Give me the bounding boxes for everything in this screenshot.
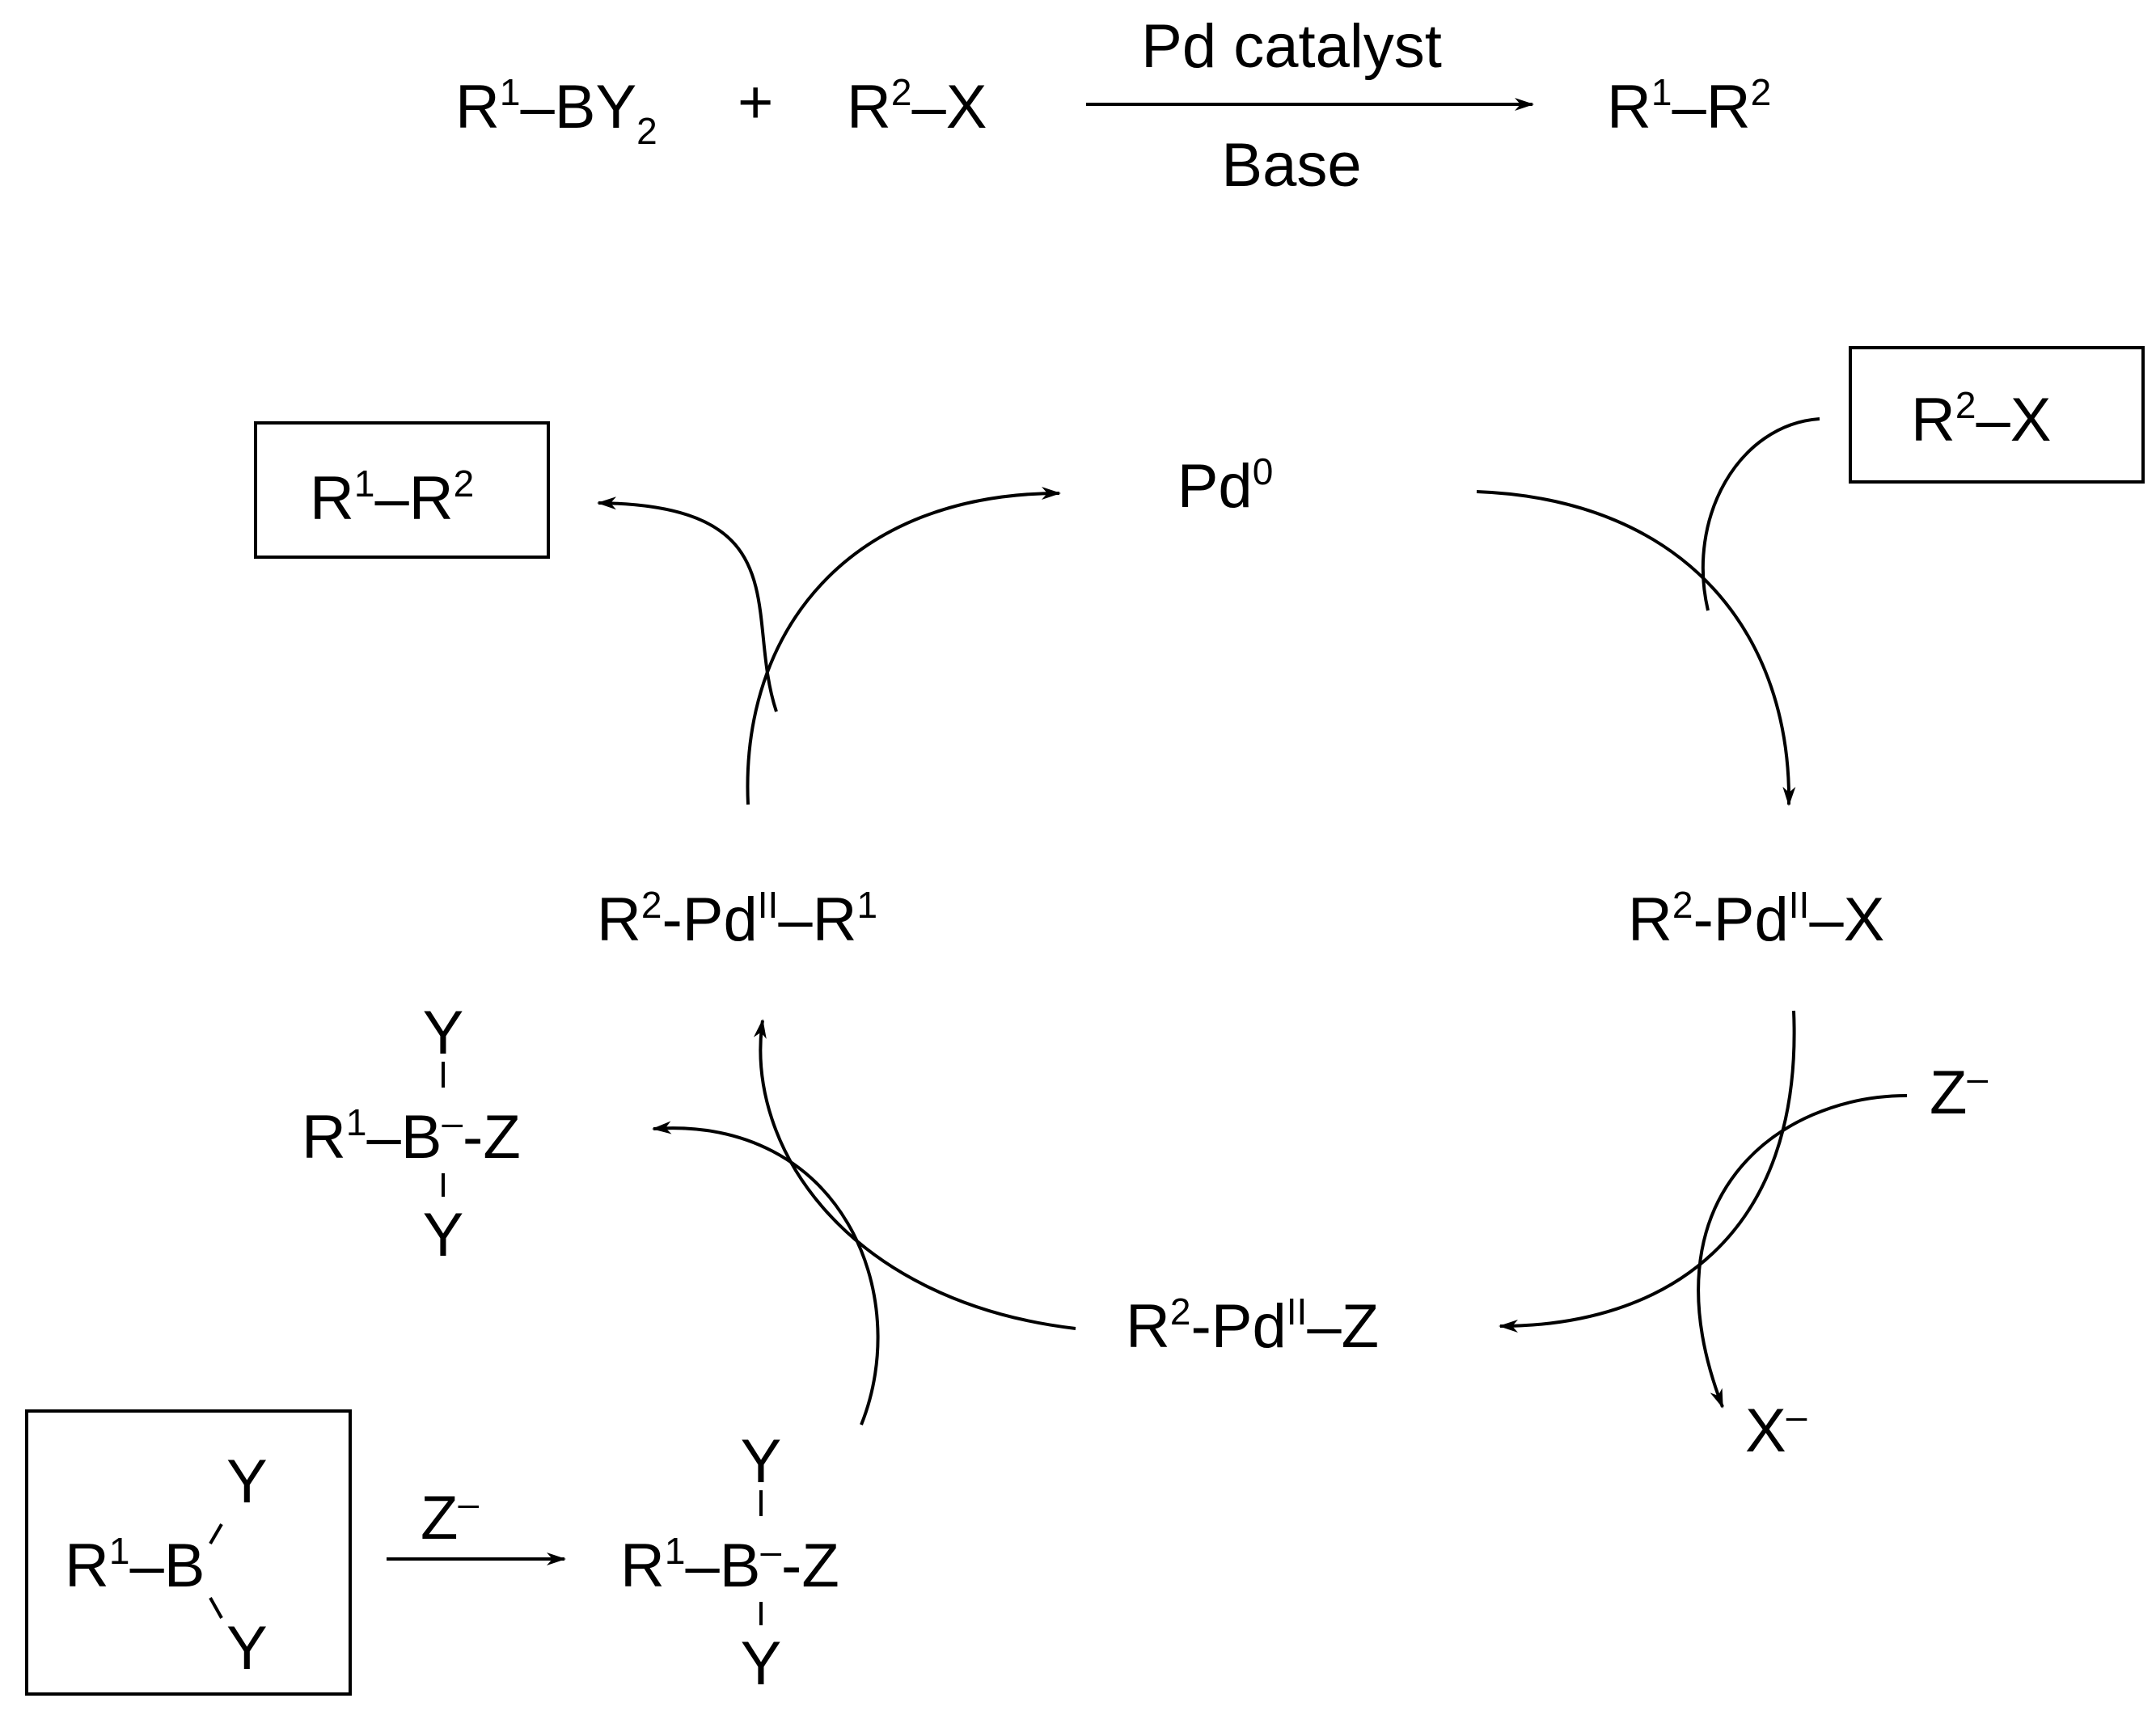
catalyst-label: Pd catalyst <box>1141 12 1442 81</box>
borate-left-y-top: Y <box>423 999 464 1067</box>
product-box-label: R1–R2 <box>310 463 474 533</box>
activation-reagent: Z– <box>421 1482 479 1553</box>
halide-box <box>1849 346 2145 484</box>
borane-bond-bottom <box>209 1597 223 1619</box>
arrow-borate-exchange <box>652 1121 880 1426</box>
arrow-transmetalation <box>753 1019 1076 1330</box>
oxidative-addition-complex: R2-PdII–X <box>1628 884 1884 954</box>
arrow-metathesis <box>1499 1010 1796 1333</box>
metathesis-complex: R2-PdII–Z <box>1126 1291 1379 1361</box>
arrow-z-in-x-out <box>1697 1094 1908 1409</box>
borate-bottom-y-bottom: Y <box>741 1629 782 1698</box>
transmetalation-complex: R2-PdII–R1 <box>597 884 877 954</box>
arrow-oxidative-addition <box>1476 490 1796 806</box>
borate-left-y-bottom: Y <box>423 1201 464 1270</box>
z-anion-in: Z– <box>1930 1057 1988 1127</box>
borane-core: R1–B <box>65 1530 205 1600</box>
product-box <box>254 421 550 559</box>
arrow-halide-entry <box>1701 417 1820 611</box>
borane-structure: R1–B Y Y <box>65 1447 268 1683</box>
pd0-species: Pd0 <box>1177 450 1274 521</box>
borate-left-core: R1–B–-Z <box>302 1101 521 1172</box>
borate-bottom: R1–B–-Z Y Y <box>620 1427 839 1698</box>
borane-box <box>25 1409 352 1696</box>
borate-bottom-y-top: Y <box>741 1427 782 1496</box>
halide-box-label: R2–X <box>1911 384 2051 454</box>
borane-y-bottom: Y <box>226 1614 268 1683</box>
reagent-boronic: R1–BY2 <box>455 71 657 152</box>
plus-sign: + <box>738 68 773 137</box>
borate-bottom-core: R1–B–-Z <box>620 1530 839 1600</box>
base-label: Base <box>1221 131 1361 200</box>
borane-y-top: Y <box>226 1447 268 1516</box>
borane-bond-top <box>209 1523 223 1545</box>
overall-equation: R1–BY2 + R2–X Pd catalyst Base R1–R2 <box>455 12 1771 200</box>
arrow-reductive-elimination <box>746 487 1061 805</box>
x-anion-out: X– <box>1745 1395 1807 1465</box>
borate-left: R1–B–-Z Y Y <box>302 999 521 1270</box>
arrow-product-release <box>597 496 778 712</box>
coupled-product: R1–R2 <box>1607 71 1771 142</box>
reagent-halide: R2–X <box>847 71 987 142</box>
